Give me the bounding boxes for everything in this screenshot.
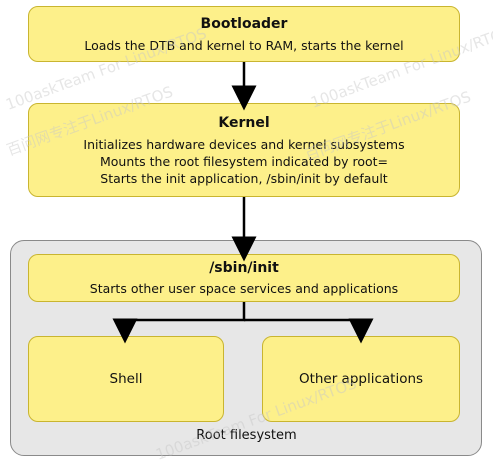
shell-label: Shell <box>109 370 143 387</box>
init-title: /sbin/init <box>209 260 279 276</box>
kernel-line-3: Starts the init application, /sbin/init … <box>100 170 388 186</box>
arrow-init-branch <box>112 302 246 344</box>
shell-box: Shell <box>28 336 224 422</box>
other-applications-box: Other applications <box>262 336 460 422</box>
kernel-line-1: Initializes hardware devices and kernel … <box>83 136 405 152</box>
init-box: /sbin/init Starts other user space servi… <box>28 254 460 302</box>
bootloader-line-1: Loads the DTB and kernel to RAM, starts … <box>84 37 404 53</box>
init-line-1: Starts other user space services and app… <box>89 281 399 296</box>
bootloader-box: Bootloader Loads the DTB and kernel to R… <box>28 6 460 62</box>
bootloader-title: Bootloader <box>200 15 288 32</box>
arrow-init-to-other <box>244 318 374 344</box>
kernel-title: Kernel <box>218 114 270 131</box>
root-filesystem-label: Root filesystem <box>196 428 297 443</box>
other-applications-label: Other applications <box>298 370 424 387</box>
kernel-line-2: Mounts the root filesystem indicated by … <box>99 153 389 169</box>
kernel-box: Kernel Initializes hardware devices and … <box>28 103 460 197</box>
